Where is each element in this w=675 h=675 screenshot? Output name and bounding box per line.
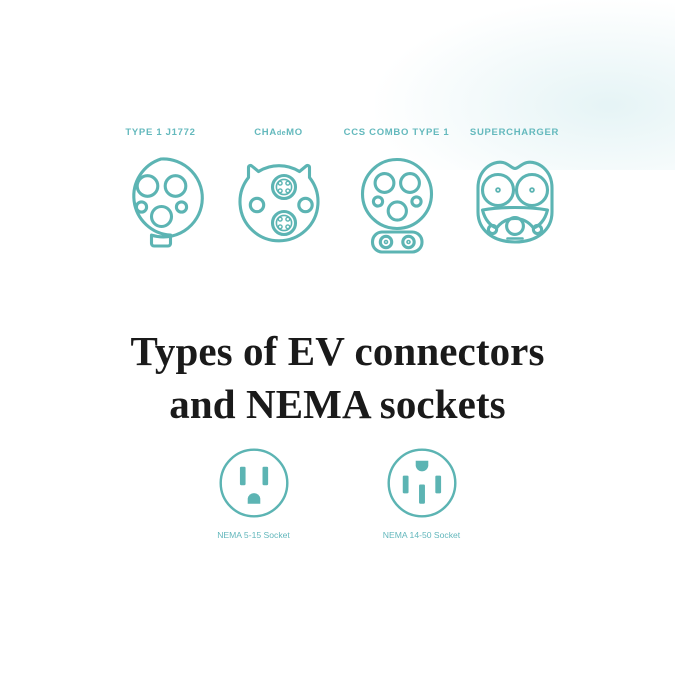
chademo-label-part-2: de [276, 128, 287, 137]
nema-14-50-socket-icon [386, 448, 457, 518]
page-title: Types of EV connectors and NEMA sockets [0, 325, 675, 430]
chademo-label-part-3: MO [286, 127, 303, 138]
page-title-line-2: and NEMA sockets [169, 380, 506, 427]
connector-item-type-1-j1772: TYPE 1 J1772 [102, 128, 220, 258]
connector-item-ccs-combo-type-1: CCS COMBO TYPE 1 [338, 128, 456, 258]
nema-5-15-socket-icon [218, 448, 289, 518]
connector-item-supercharger: SUPERCHARGER [456, 128, 574, 258]
page-title-line-1: Types of EV connectors [130, 328, 545, 375]
ev-connectors-row: TYPE 1 J1772 CHAdeMO [0, 128, 675, 258]
socket-label-nema-5-15: NEMA 5-15 Socket [217, 530, 290, 540]
socket-item-nema-5-15: NEMA 5-15 Socket [194, 446, 314, 540]
ccs-combo-type1-connector-icon [360, 157, 433, 254]
nema-sockets-row: NEMA 5-15 Socket NEMA 14-50 Socket [0, 446, 675, 540]
socket-label-nema-14-50: NEMA 14-50 Socket [382, 530, 461, 540]
connector-label-supercharger: SUPERCHARGER [469, 127, 560, 138]
chademo-label-part-1: CHA [254, 127, 277, 138]
supercharger-connector-icon [475, 160, 554, 244]
connector-label-type-1-j1772: TYPE 1 J1772 [125, 127, 196, 138]
connector-item-chademo: CHAdeMO [220, 128, 338, 258]
connector-label-chademo: CHAdeMO [254, 128, 303, 138]
connector-label-ccs-combo-type-1: CCS COMBO TYPE 1 [343, 127, 450, 138]
socket-item-nema-14-50: NEMA 14-50 Socket [362, 446, 482, 540]
chademo-connector-icon [237, 163, 320, 242]
type1-j1772-connector-icon [131, 156, 204, 248]
